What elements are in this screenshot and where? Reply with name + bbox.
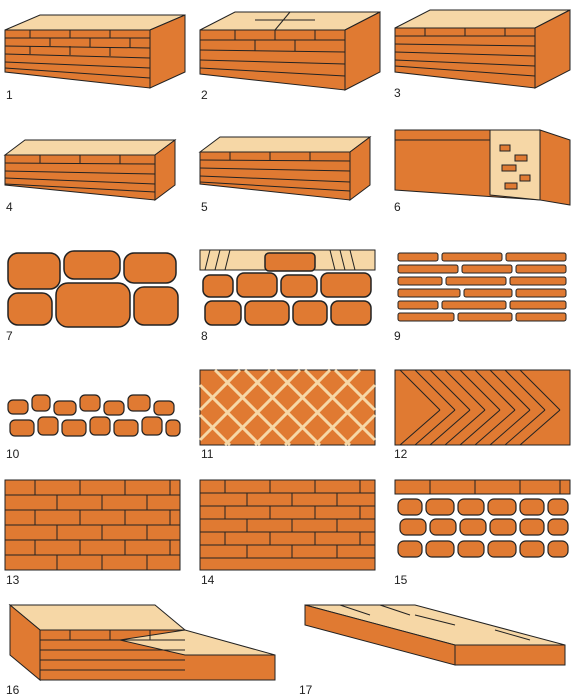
figure-16: 16 (0, 585, 290, 700)
figure-8: 8 (195, 245, 385, 345)
stone-pattern-illustration-8 (199, 249, 376, 326)
figure-label: 1 (6, 88, 13, 102)
raised-path-illustration-16 (8, 603, 276, 682)
figure-1: 1 (0, 0, 190, 110)
figure-label: 15 (394, 573, 408, 587)
mixed-pattern-15 (394, 479, 571, 558)
stone-pattern-illustration-9 (395, 250, 570, 330)
figure-label: 4 (6, 200, 13, 214)
figure-label: 6 (394, 200, 401, 214)
diagonal-brick-pattern-11 (198, 368, 377, 447)
figure-17: 17 (295, 585, 575, 700)
wall-bond-illustration-3 (394, 9, 571, 89)
wall-section-illustration-6 (394, 129, 571, 206)
running-bond-pattern-14 (199, 479, 376, 571)
wall-bond-illustration-1 (4, 14, 186, 89)
figure-label: 9 (394, 329, 401, 343)
figure-13: 13 (0, 475, 190, 587)
figure-11: 11 (195, 365, 385, 465)
stone-pattern-illustration-7 (5, 250, 180, 330)
figure-label: 2 (201, 88, 208, 102)
figure-2: 2 (195, 0, 385, 110)
herringbone-pattern-12 (394, 369, 571, 446)
running-bond-pattern-13 (4, 479, 181, 571)
figure-label: 13 (6, 573, 20, 587)
figure-7: 7 (0, 245, 190, 345)
figure-label: 11 (201, 447, 214, 461)
figure-5: 5 (195, 120, 385, 220)
paving-pattern-illustration-17 (304, 604, 566, 666)
figure-15: 15 (390, 475, 575, 587)
figure-label: 7 (6, 329, 13, 343)
figure-6: 6 (390, 120, 575, 220)
figure-label: 12 (394, 447, 408, 461)
figure-3: 3 (390, 0, 575, 110)
figure-4: 4 (0, 120, 190, 220)
figure-14: 14 (195, 475, 385, 587)
figure-label: 3 (394, 86, 401, 100)
figure-12: 12 (390, 365, 575, 465)
wall-bond-illustration-5 (198, 136, 372, 201)
figure-10: 10 (0, 365, 190, 465)
stone-pattern-illustration-10 (7, 394, 181, 437)
figure-9: 9 (390, 245, 575, 345)
wall-bond-illustration-4 (3, 139, 177, 201)
figure-label: 17 (299, 683, 313, 697)
wall-bond-illustration-2 (199, 11, 381, 91)
figure-label: 5 (201, 200, 208, 214)
figure-label: 10 (6, 447, 20, 461)
figure-label: 16 (6, 683, 20, 697)
figure-label: 14 (201, 573, 215, 587)
figure-label: 8 (201, 329, 208, 343)
